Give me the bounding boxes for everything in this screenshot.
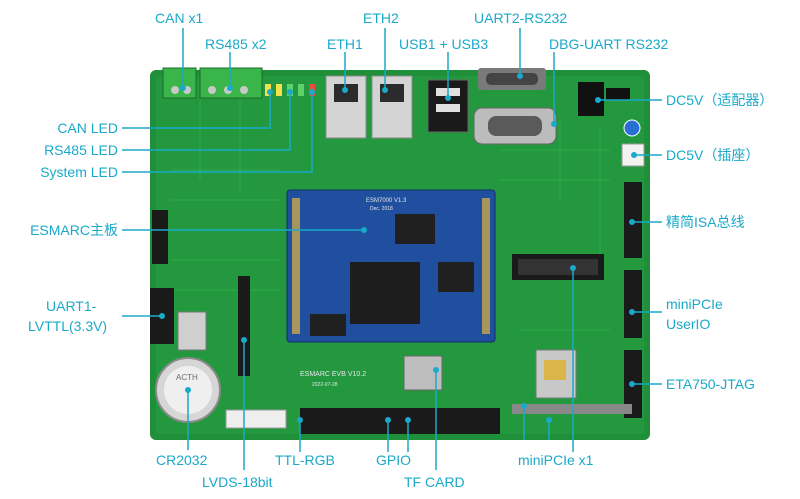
eth1-port: [334, 84, 358, 102]
label-can-x1: CAN x1: [155, 10, 204, 26]
eth2-port: [380, 84, 404, 102]
som-pmic-chip: [438, 262, 474, 292]
label-rs485-led: RS485 LED: [44, 142, 118, 158]
label-minipcie-x1: miniPCIe x1: [518, 452, 594, 468]
minipcie-slot-contacts: [518, 259, 598, 275]
can-terminal-block: [162, 67, 197, 99]
label-usb: USB1 + USB3: [399, 36, 489, 52]
dbg-uart-db9-socket: [488, 116, 542, 136]
rs485-terminal-block: [199, 67, 263, 99]
blue-potentiometer: [623, 119, 641, 137]
som-pins-left: [292, 198, 300, 334]
label-cr2032: CR2032: [156, 452, 208, 468]
som-model-text: ESM7000 V1.3: [366, 198, 407, 204]
label-uart1-line1: UART1-: [46, 298, 97, 314]
evb-date-text: 2022-07-28: [312, 382, 338, 388]
label-minipcie-userio-line1: miniPCIe: [666, 296, 723, 312]
label-tf-card: TF CARD: [404, 474, 465, 490]
label-pointer-lines: [122, 28, 662, 470]
label-pointer-dots: [159, 73, 637, 423]
label-rs485-x2: RS485 x2: [205, 36, 267, 52]
ttl-rgb-fpc: [225, 409, 287, 429]
can-terminal-screw: [171, 86, 179, 94]
uart2-db9-socket: [486, 73, 538, 85]
som-date-text: Dec. 2018: [370, 206, 393, 212]
som-flash-chip: [310, 314, 346, 336]
led: [298, 84, 304, 96]
minipcie-userio-header: [624, 270, 642, 338]
label-uart2: UART2-RS232: [474, 10, 568, 26]
usb-port: [436, 104, 460, 112]
som-pins-right: [482, 198, 490, 334]
rs485-terminal-screw: [240, 86, 248, 94]
label-eta750-jtag: ETA750-JTAG: [666, 376, 755, 392]
som-cpu-chip: [350, 262, 420, 324]
label-dc5v-adapter: DC5V（适配器）: [666, 92, 774, 108]
label-dbg-uart: DBG-UART RS232: [549, 36, 669, 52]
label-uart1-line2: LVTTL(3.3V): [28, 318, 108, 334]
label-lvds: LVDS-18bit: [202, 474, 273, 490]
lvds-header: [238, 276, 250, 376]
usb-host-port: [177, 311, 207, 351]
battery-text: ACTH: [176, 373, 198, 382]
led: [276, 84, 282, 96]
label-ttl-rgb: TTL-RGB: [275, 452, 335, 468]
left-header: [152, 210, 168, 264]
label-esmarc-board: ESMARC主板: [30, 222, 118, 238]
som-memory-chip: [395, 214, 435, 244]
label-gpio: GPIO: [376, 452, 412, 468]
label-eth1: ETH1: [327, 36, 363, 52]
gpio-header: [300, 408, 500, 434]
label-dc5v-socket: DC5V（插座）: [666, 147, 760, 163]
label-isa-bus: 精简ISA总线: [666, 214, 745, 230]
label-eth2: ETH2: [363, 10, 399, 26]
rs485-terminal-screw: [208, 86, 216, 94]
sim-contact: [544, 360, 566, 380]
label-system-led: System LED: [40, 164, 118, 180]
minipcie-standoffs: [512, 404, 632, 414]
label-minipcie-userio-line2: UserIO: [666, 316, 711, 332]
label-can-led: CAN LED: [57, 120, 118, 136]
evb-model-text: ESMARC EVB V10.2: [300, 371, 366, 378]
power-switch: [606, 88, 630, 100]
